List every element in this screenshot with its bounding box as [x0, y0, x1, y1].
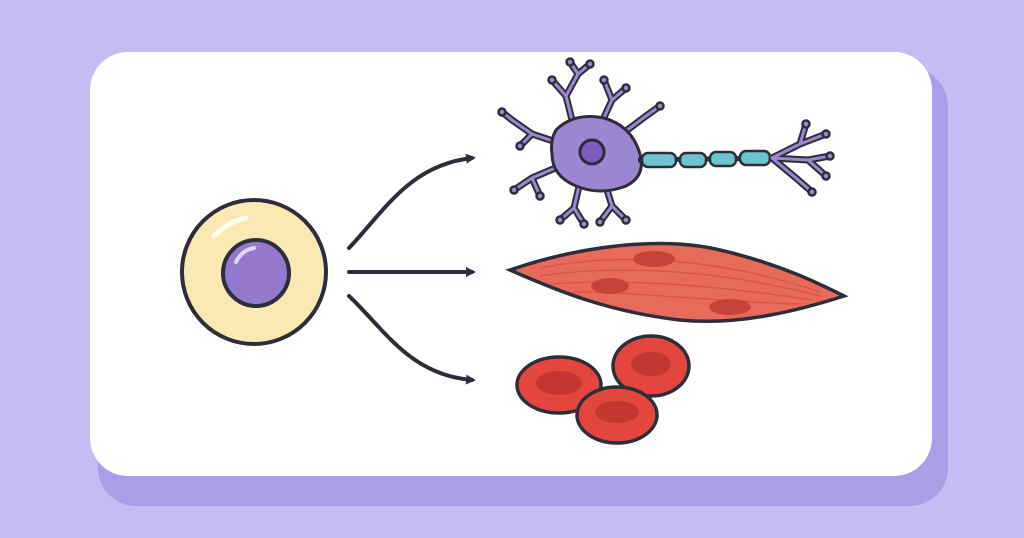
muscle-nucleus	[591, 278, 629, 294]
axon-terminal-tips	[801, 119, 835, 197]
nucleus-highlight	[234, 246, 256, 264]
muscle-nucleus	[709, 299, 751, 315]
arrow-to-red-blood-cells	[347, 294, 476, 385]
red-blood-cells	[515, 334, 691, 445]
red-blood-cell	[515, 355, 603, 415]
stem-cell-highlight	[211, 215, 249, 239]
neuron-nucleus	[578, 138, 606, 166]
myelin-sheaths	[640, 149, 772, 169]
differentiation-arrows	[347, 153, 476, 385]
axon-terminals	[770, 122, 832, 194]
neuron	[497, 57, 835, 229]
muscle-nucleus	[633, 251, 675, 267]
muscle-cell	[505, 241, 849, 324]
red-blood-cell	[611, 334, 691, 398]
red-blood-cell	[575, 385, 659, 445]
stem-cell	[180, 198, 328, 346]
stem-cell-nucleus	[221, 238, 291, 308]
dendrite-tips	[497, 57, 665, 229]
arrow-to-neuron	[347, 153, 476, 250]
